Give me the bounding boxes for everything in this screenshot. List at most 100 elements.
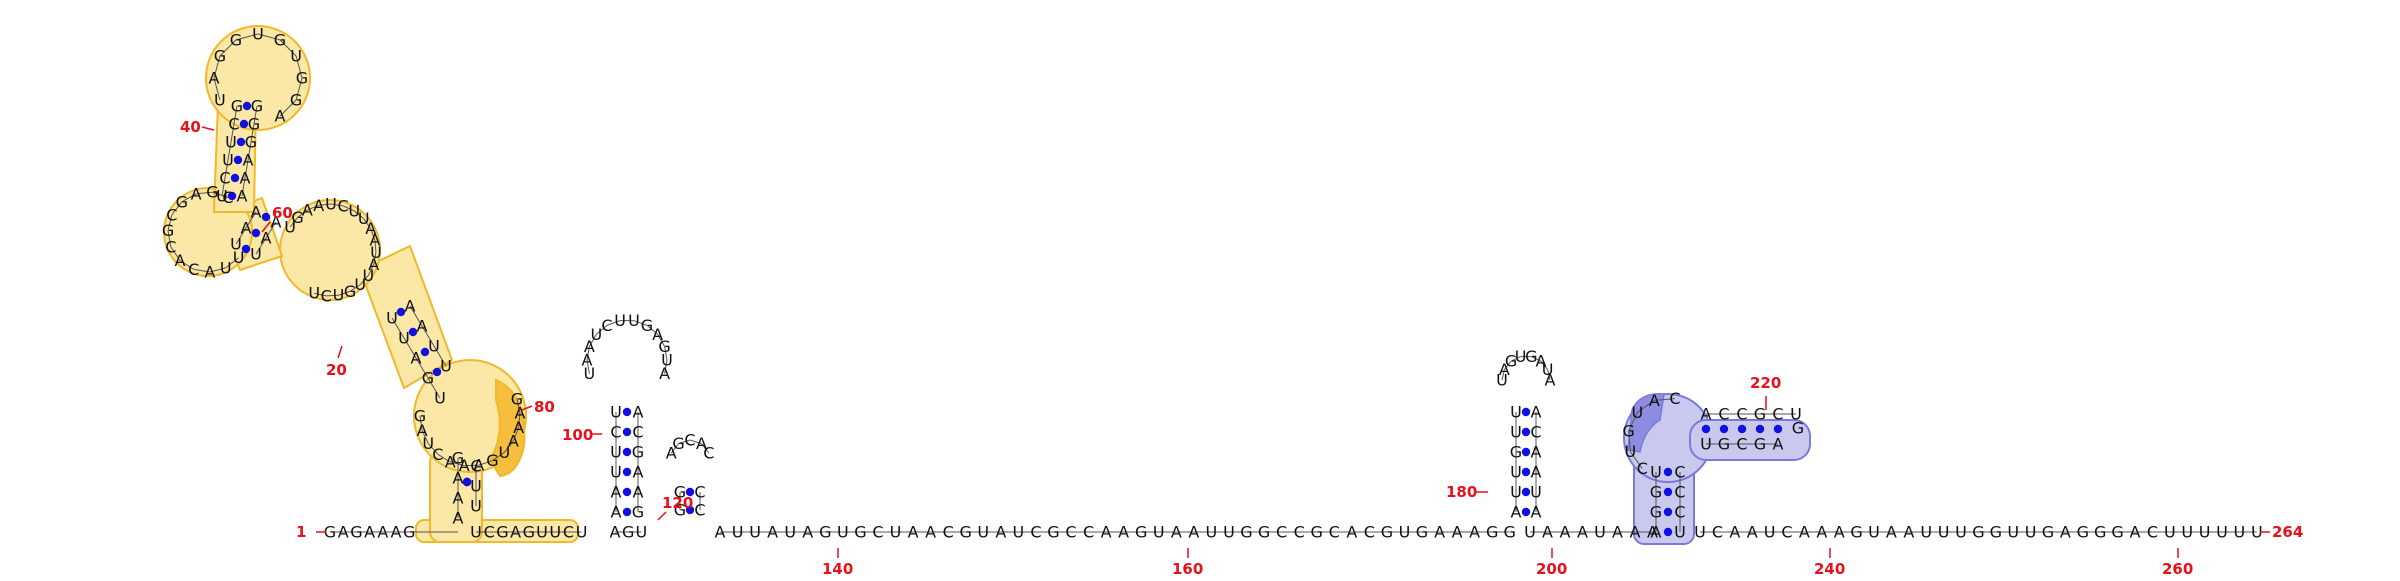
stem-nucleotide: U [470, 477, 482, 496]
loop-nucleotide: G [214, 47, 226, 66]
backbone-nucleotide: G [2094, 523, 2106, 542]
backbone-nucleotide: A [1101, 523, 1112, 542]
backbone-nucleotide: C [1781, 523, 1792, 542]
stem-nucleotide: A [1773, 435, 1784, 454]
stem-nucleotide: C [1674, 483, 1685, 502]
backbone-nucleotide: U [977, 523, 989, 542]
base-pair-dot [231, 174, 239, 182]
loop-nucleotide: G [296, 69, 308, 88]
stem-nucleotide: C [1736, 405, 1747, 424]
stem-nucleotide: A [1701, 405, 1712, 424]
loop-nucleotide: C [432, 445, 443, 464]
loop-nucleotide: C [703, 444, 714, 463]
stem-nucleotide: A [1531, 403, 1542, 422]
loop-nucleotide: G [290, 91, 302, 110]
loop-nucleotide: U [333, 286, 345, 305]
backbone-nucleotide: C [1294, 523, 1305, 542]
backbone-nucleotide: C [2147, 523, 2158, 542]
backbone-nucleotide: A [1799, 523, 1810, 542]
loop-nucleotide: U [1631, 403, 1643, 422]
base-pair-dot [623, 488, 631, 496]
loop-nucleotide: G [486, 451, 498, 470]
loop-nucleotide: A [659, 364, 670, 383]
loop-nucleotide: A [209, 69, 220, 88]
stem-nucleotide: U [1510, 483, 1522, 502]
stem-nucleotide: A [1531, 503, 1542, 522]
loop-nucleotide: U [214, 91, 226, 110]
backbone-nucleotide: A [925, 523, 936, 542]
backbone-nucleotide: G [1135, 523, 1147, 542]
stem-nucleotide: C [1530, 423, 1541, 442]
backbone-nucleotide: G [350, 523, 362, 542]
backbone-nucleotide: A [610, 523, 621, 542]
backbone-nucleotide: A [1612, 523, 1623, 542]
backbone-nucleotide: G [1416, 523, 1428, 542]
backbone-nucleotide: A [391, 523, 402, 542]
stem-nucleotide: G [422, 369, 434, 388]
backbone-nucleotide: U [2199, 523, 2211, 542]
loop-nucleotide: G [274, 30, 286, 49]
backbone-nucleotide: A [802, 523, 813, 542]
backbone-nucleotide: A [1188, 523, 1199, 542]
loop-nucleotide: U [308, 284, 320, 303]
backbone-nucleotide: U [732, 523, 744, 542]
backbone-nucleotide: A [1560, 523, 1571, 542]
stem-nucleotide: A [237, 187, 248, 206]
backbone-nucleotide: G [819, 523, 831, 542]
stem-nucleotide: C [1772, 405, 1783, 424]
position-label-160: 160 [1172, 560, 1203, 576]
backbone-nucleotide: U [890, 523, 902, 542]
backbone-nucleotide: A [338, 523, 349, 542]
base-pair-dot [1522, 468, 1530, 476]
backbone-nucleotide: A [1577, 523, 1588, 542]
base-pair-dot [252, 229, 260, 237]
stem-nucleotide: U [216, 187, 228, 206]
backbone-nucleotide: C [1364, 523, 1375, 542]
stem-nucleotide: A [633, 483, 644, 502]
position-label-180: 180 [1446, 483, 1477, 501]
stem-nucleotide: C [694, 501, 705, 520]
backbone-nucleotide: U [549, 523, 561, 542]
backbone-nucleotide: G [496, 523, 508, 542]
base-pair-dot [623, 448, 631, 456]
base-pair-dot [1522, 448, 1530, 456]
stem-nucleotide: U [1510, 403, 1522, 422]
stem-nucleotide: A [411, 349, 422, 368]
stem-nucleotide: A [1531, 443, 1542, 462]
loop-nucleotide: U [628, 311, 640, 330]
stem-nucleotide: U [1530, 483, 1542, 502]
stem-nucleotide: U [398, 329, 410, 348]
loop-nucleotide: A [275, 107, 286, 126]
stem-nucleotide: U [1674, 523, 1686, 542]
stem-nucleotide: A [243, 151, 254, 170]
backbone-nucleotide: U [784, 523, 796, 542]
stem-nucleotide: U [1700, 435, 1712, 454]
backbone-nucleotide: U [1694, 523, 1706, 542]
loop-nucleotide: U [348, 201, 360, 220]
backbone-nucleotide: U [1153, 523, 1165, 542]
stem-nucleotide: A [453, 509, 464, 528]
position-label-240: 240 [1814, 560, 1845, 576]
backbone-nucleotide: U [1206, 523, 1218, 542]
stem-nucleotide: A [633, 463, 644, 482]
backbone-nucleotide: G [1486, 523, 1498, 542]
stem-nucleotide: U [428, 337, 440, 356]
backbone-nucleotide: A [1118, 523, 1129, 542]
stem-nucleotide: U [386, 309, 398, 328]
backbone-nucleotide: U [1223, 523, 1235, 542]
stem-nucleotide: U [610, 443, 622, 462]
backbone-nucleotide: C [1276, 523, 1287, 542]
base-pair-dot [1738, 425, 1746, 433]
loop-nucleotide: C [337, 196, 348, 215]
position-label-220: 220 [1750, 374, 1781, 392]
backbone-nucleotide: A [2060, 523, 2071, 542]
stem-nucleotide: A [611, 503, 622, 522]
stem-nucleotide: G [1510, 443, 1522, 462]
base-pair-dot [1522, 428, 1530, 436]
loop-nucleotide: A [473, 456, 484, 475]
position-label-100: 100 [562, 426, 593, 444]
backbone-nucleotide: G [1310, 523, 1322, 542]
backbone-nucleotide: A [1729, 523, 1740, 542]
stem-nucleotide: C [1736, 435, 1747, 454]
